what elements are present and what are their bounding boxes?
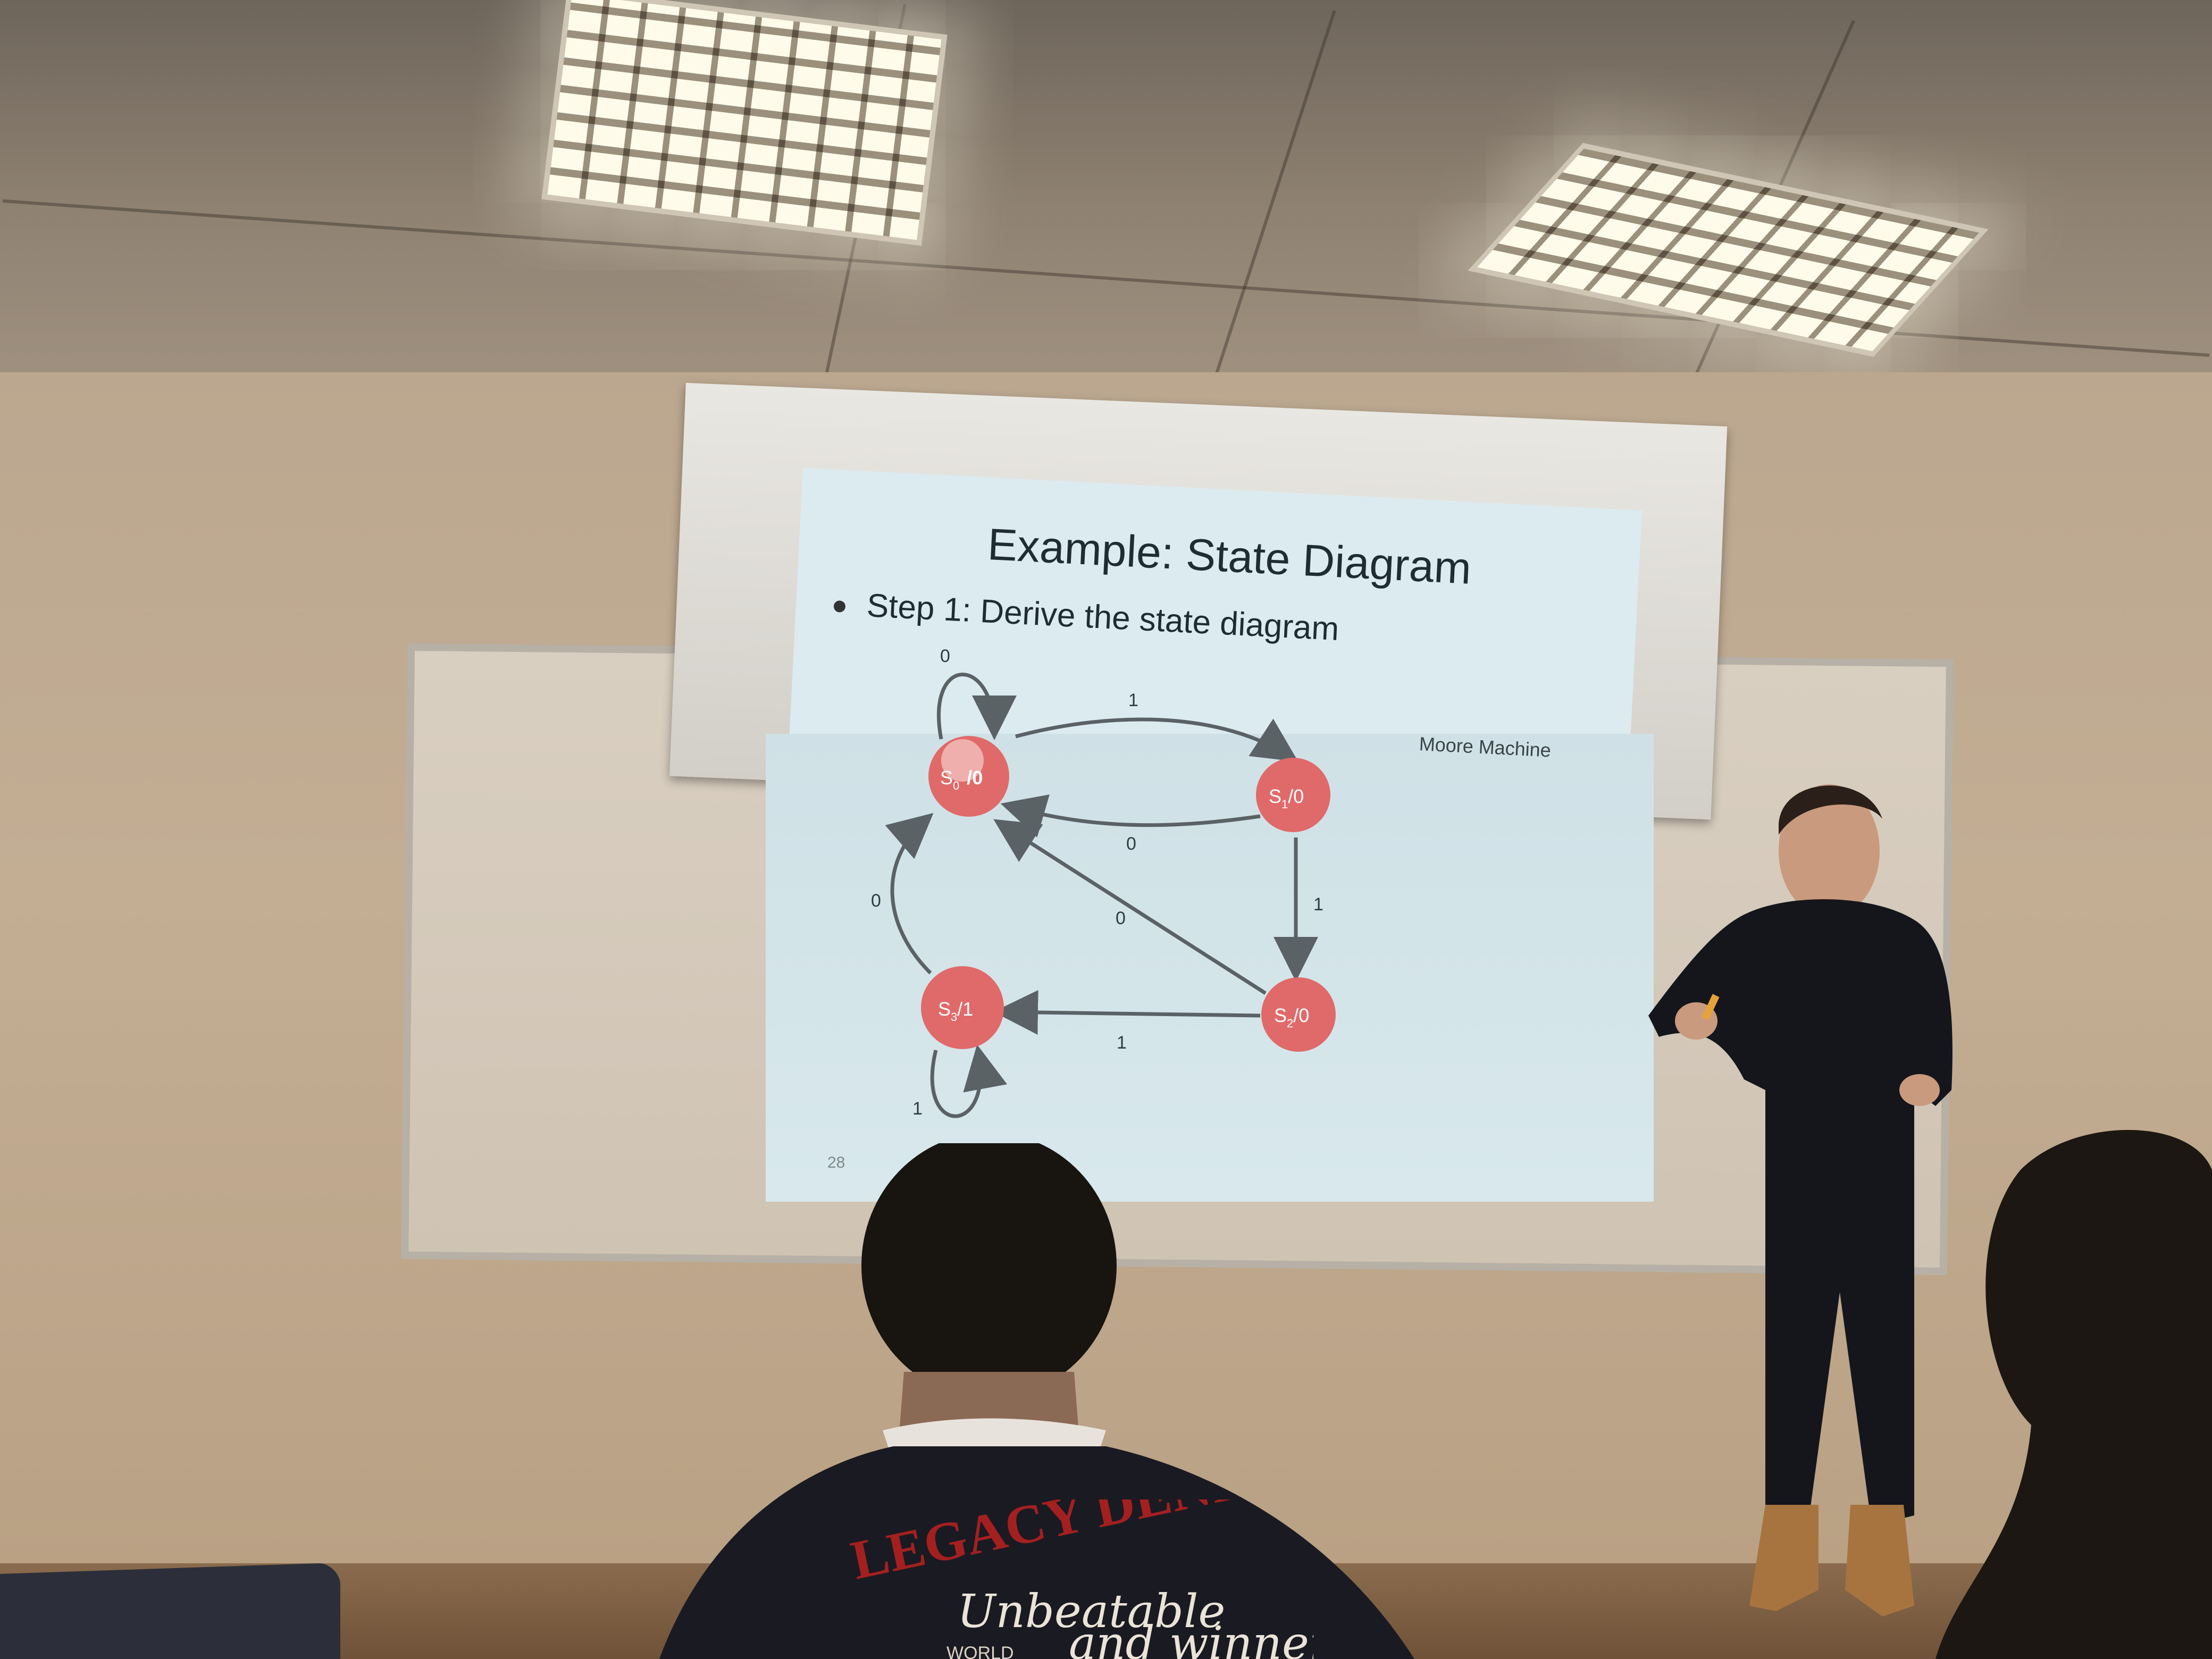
viewer-shirt [659, 1446, 1414, 1659]
edge-label-s1-s0: 0 [1126, 834, 1136, 854]
edge-label-s3-s0: 0 [871, 891, 881, 911]
edge-s3-self [930, 1044, 1007, 1118]
shirt-script-text: Unbeatable [957, 1585, 1225, 1638]
edge-s1-s0 [1000, 794, 1261, 837]
state-label: S2/0 [1274, 1004, 1309, 1030]
shirt-script-text-2: and winner [1069, 1617, 1313, 1659]
viewer-right-silhouette [1936, 1130, 2212, 1659]
presenter-boot [1845, 1505, 1914, 1616]
state-s3: S3/1 [921, 966, 1004, 1049]
marker-icon [1702, 994, 1720, 1020]
state-circle [921, 966, 1004, 1049]
slide-page-number: 28 [827, 1154, 845, 1171]
edge-s0-s1 [1015, 717, 1298, 762]
audience-member-right [1936, 1130, 2212, 1659]
glare [941, 739, 984, 782]
edge-s2-s3 [993, 990, 1261, 1035]
state-nodes: S0/0 S1/0 S2/0 S3/1 [921, 736, 1336, 1052]
audience-member [659, 1143, 1414, 1659]
state-label: S3/1 [938, 998, 973, 1024]
edge-label-s1-s2: 1 [1313, 894, 1323, 915]
shirt-print: LEGACY DENIM Unbeatable WORLD and winner [846, 1499, 1313, 1659]
state-circle [1261, 977, 1336, 1052]
edge-label-s2-s3: 1 [1117, 1033, 1127, 1053]
presenter-boot [1749, 1505, 1819, 1611]
viewer-head [861, 1143, 1117, 1398]
state-label: S1/0 [1269, 785, 1304, 811]
edge-s2-s0 [993, 819, 1267, 995]
edge-label-s2-s0: 0 [1116, 908, 1126, 928]
shirt-small-text: WORLD [946, 1643, 1014, 1659]
presenter-hair [1779, 785, 1882, 835]
presenter-head [1779, 784, 1880, 917]
transition-edges [885, 673, 1318, 1118]
presenter-body [1648, 899, 1953, 1526]
transition-labels: 0 1 0 1 0 1 0 1 [871, 646, 1323, 1119]
state-circle [1256, 758, 1330, 832]
state-label: S0/0 [940, 767, 983, 792]
edge-s3-s0 [885, 812, 934, 975]
chair-back [0, 1563, 340, 1659]
edge-s0-self [937, 673, 1017, 740]
presenter-hand [1899, 1074, 1940, 1106]
state-s1: S1/0 [1256, 758, 1330, 832]
slide-lower-area [766, 734, 1654, 1202]
state-s2: S2/0 [1261, 977, 1336, 1052]
state-s0: S0/0 [928, 736, 1009, 817]
edge-label-s0-s1: 1 [1128, 690, 1138, 710]
chair [0, 1563, 340, 1659]
edge-label-s3-self: 1 [912, 1099, 923, 1119]
presenter [1648, 784, 1953, 1616]
shirt-logo-text: LEGACY DENIM [846, 1499, 1288, 1591]
edge-label-s0-self: 0 [940, 646, 950, 666]
